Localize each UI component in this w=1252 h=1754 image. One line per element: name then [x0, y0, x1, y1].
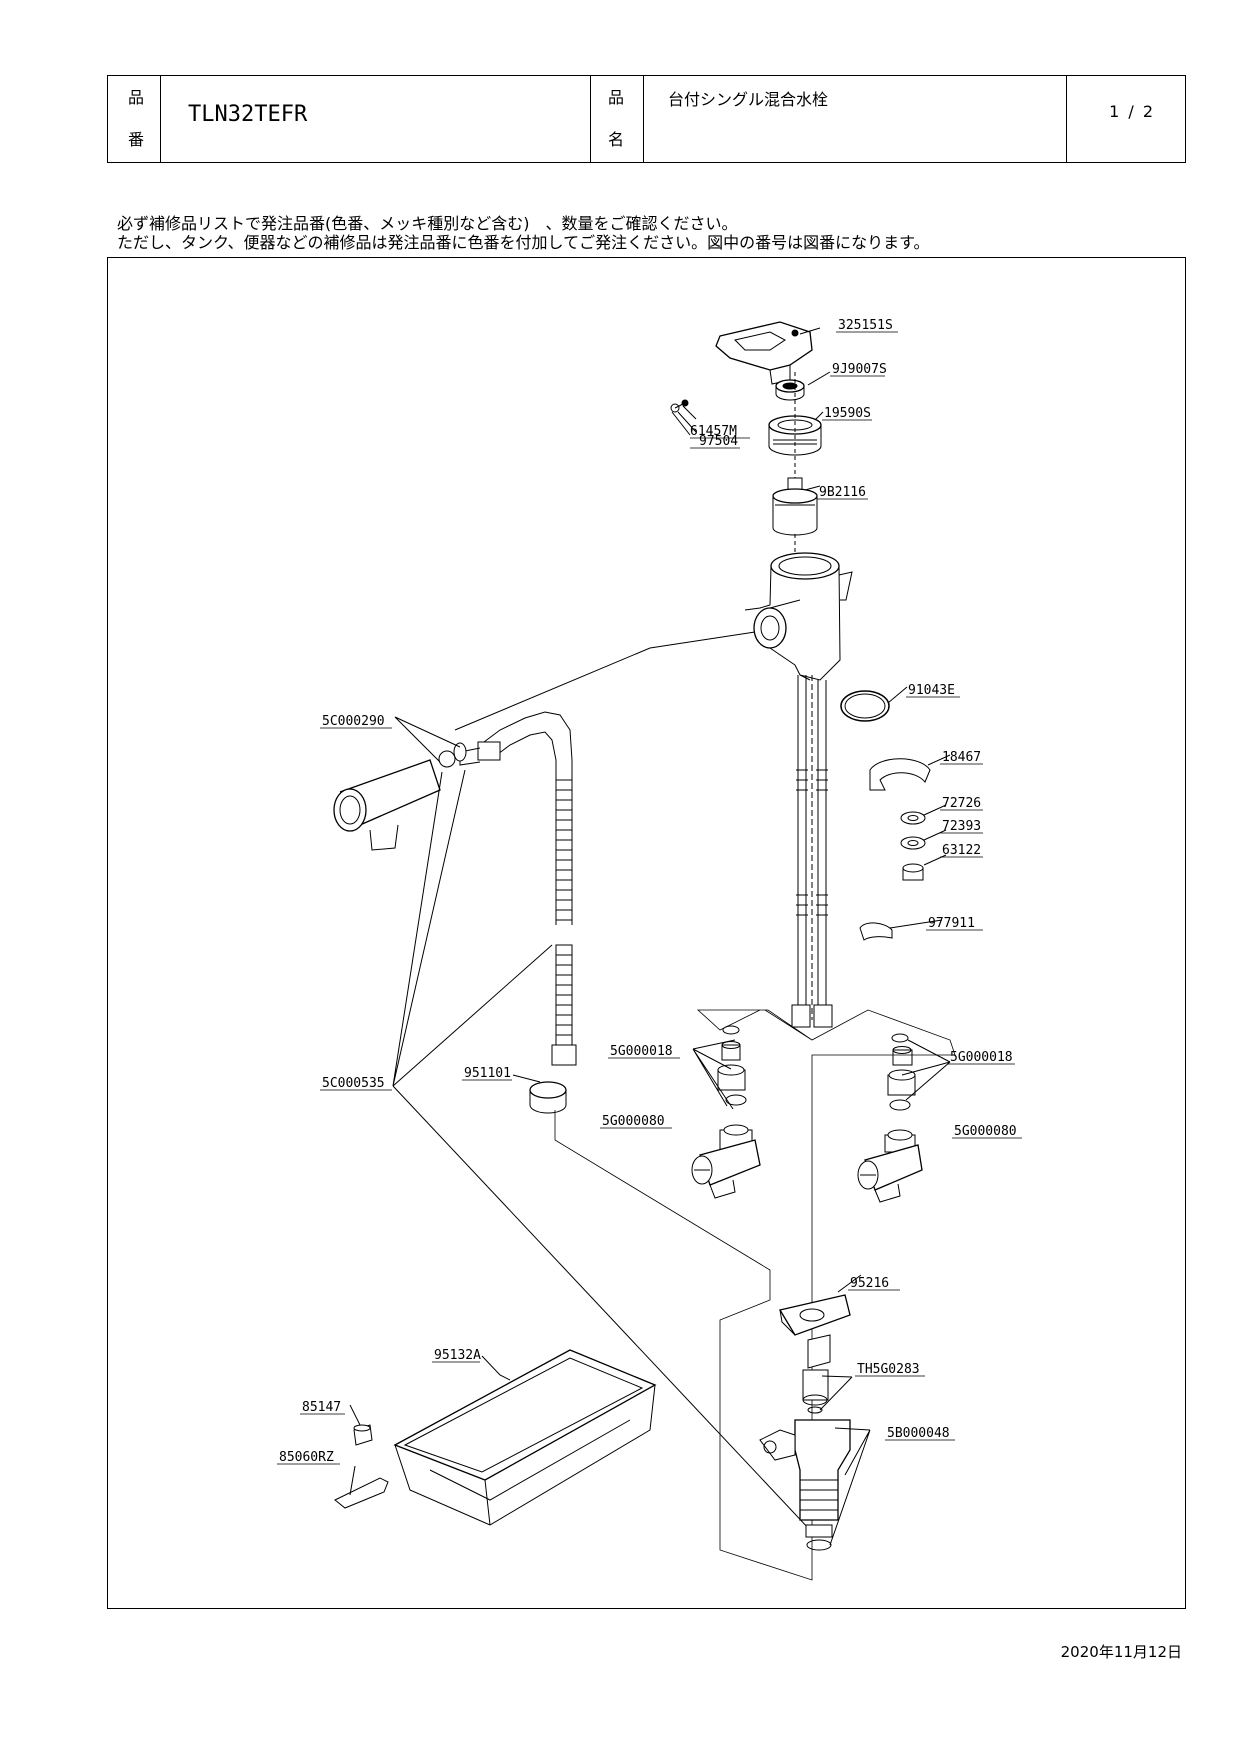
clip-977911: [859, 922, 893, 941]
part-label: 72726: [942, 796, 981, 811]
part-label: 951101: [464, 1066, 511, 1081]
stop-valve-right: [857, 1033, 923, 1203]
part-label: 5C000535: [322, 1076, 385, 1091]
hinban-label-1: 品: [128, 88, 145, 107]
lever-handle: [715, 321, 813, 385]
leader-line: [677, 405, 697, 433]
hinmei-label-2: 名: [608, 130, 625, 149]
leader-line: [692, 1039, 736, 1110]
page-number: 1 / 2: [1109, 102, 1155, 121]
title-block: 品 番 TLN32TEFR 品 名 台付シングル混合水栓 1 / 2: [107, 75, 1186, 163]
connector-th5g0283: [802, 1334, 831, 1414]
leader-line: [901, 1039, 951, 1101]
leader-line: [512, 1074, 541, 1083]
part-label: 9B2116: [819, 485, 866, 500]
hinban-label-2: 番: [128, 130, 145, 149]
stop-valve-left: [691, 1025, 761, 1199]
part-label: 9J9007S: [832, 362, 887, 377]
o-ring-inner: [844, 693, 886, 719]
part-label: 5G000080: [602, 1114, 665, 1129]
part-label: 61457M: [690, 424, 737, 439]
part-label: 85147: [302, 1400, 341, 1415]
part-label: TH5G0283: [857, 1362, 920, 1377]
part-label: 325151S: [838, 318, 893, 333]
product-name: 台付シングル混合水栓: [668, 90, 829, 109]
horseshoe-bracket: [869, 758, 931, 791]
issue-date: 2020年11月12日: [1060, 1643, 1182, 1661]
spanner-85060RZ: [334, 1477, 389, 1509]
supply-hose: [459, 711, 577, 1066]
leader-line: [394, 716, 461, 763]
diagram-frame: [107, 257, 1186, 1609]
part-label: 977911: [928, 916, 975, 931]
clip-85147: [353, 1424, 373, 1446]
part-label: 5G000018: [610, 1044, 673, 1059]
note-line-1: 必ず補修品リストで発注品番(色番、メッキ種別など含む) 、数量をご確認ください。: [117, 214, 738, 233]
set-screw: [670, 399, 691, 436]
o-ring: [840, 690, 890, 722]
part-label: 72393: [942, 819, 981, 834]
cap-part: [775, 379, 805, 401]
drip-tray: [393, 1349, 657, 1526]
leader-line: [392, 769, 811, 1531]
part-label: 97504: [699, 434, 738, 449]
cartridge: [772, 477, 818, 536]
part-label: 91043E: [908, 683, 955, 698]
faucet-body: [744, 552, 853, 1028]
leader-line: [454, 631, 756, 731]
leader-line: [481, 1355, 511, 1381]
part-label: 19590S: [824, 406, 871, 421]
washer-72393: [900, 836, 926, 850]
leader-line: [837, 1274, 862, 1293]
leader-line: [349, 1465, 356, 1496]
leader-line: [799, 327, 951, 929]
part-label: 5B000048: [887, 1426, 950, 1441]
part-label: 5C000290: [322, 714, 385, 729]
hinmei-label-1: 品: [608, 88, 625, 107]
part-label: 5G000018: [950, 1050, 1013, 1065]
part-label: 85060RZ: [279, 1450, 334, 1465]
part-label: 95216: [850, 1276, 889, 1291]
leader-line: [819, 1375, 853, 1411]
fixing-bracket: [778, 1294, 851, 1336]
hose-nut: [529, 1081, 567, 1114]
product-number: TLN32TEFR: [188, 102, 308, 127]
part-label: 5G000080: [954, 1124, 1017, 1139]
part-label: 63122: [942, 843, 981, 858]
part-label: 95132A: [434, 1348, 481, 1363]
shank-assembly: [759, 1419, 851, 1551]
note-line-2: ただし、タンク、便器などの補修品は発注品番に色番を付加してご発注ください。図中の…: [117, 233, 930, 252]
leader-line: [349, 1404, 361, 1426]
washer-72726: [900, 811, 926, 825]
extension-pipe: [333, 742, 467, 851]
assembly-outline: [696, 1009, 956, 1560]
leader-line: [829, 1427, 871, 1546]
part-label: 18467: [942, 750, 981, 765]
